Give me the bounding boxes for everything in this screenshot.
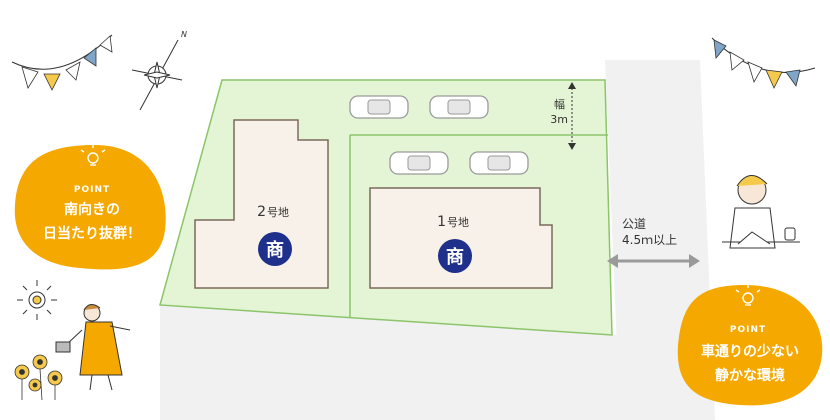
car-1 (349, 95, 409, 119)
sun-icon (17, 280, 57, 320)
road-label-2: 4.5ｍ以上 (622, 233, 677, 247)
bunting-left (11, 34, 113, 91)
lot2-badge (258, 232, 292, 266)
point-left-tag: POINT (74, 185, 110, 195)
car-4 (469, 151, 529, 175)
flowers-illustration (14, 354, 63, 401)
lot2-number: 2 (257, 204, 266, 220)
point-right-line-1: 車通りの少ない (701, 343, 799, 360)
point-right-tag: POINT (730, 325, 766, 335)
point-left-line-2: 日当たり抜群！ (43, 225, 141, 242)
gardener-illustration (55, 304, 131, 391)
driveway-width-label-2: 3m (550, 113, 568, 126)
lot1-suffix: 号地 (447, 216, 469, 229)
bunting-right (711, 37, 816, 89)
point-right-line-2: 静かな環境 (715, 367, 785, 384)
road-label-1: 公道 (622, 217, 646, 231)
lightbulb-icon (735, 285, 761, 306)
car-2 (429, 95, 489, 119)
point-left-line-1: 南向きの (64, 201, 120, 218)
lot2-suffix: 号地 (267, 206, 289, 219)
lot2-building (194, 119, 329, 289)
compass-icon (131, 39, 183, 111)
lot2-badge-label: 商 (266, 239, 284, 261)
driveway-dimension (568, 82, 576, 150)
lot1-number: 1 (437, 214, 446, 230)
point-bubble-right (677, 285, 823, 406)
lightbulb-icon (80, 145, 106, 166)
lot1-badge-label: 商 (446, 246, 464, 268)
compass-north: N (181, 30, 187, 39)
point-bubble-left (14, 145, 166, 270)
lot1-badge (438, 239, 472, 273)
road-width-arrow (607, 254, 700, 268)
driveway-width-label-1: 幅 (554, 98, 565, 111)
lot1-building (369, 187, 553, 289)
car-3 (389, 151, 449, 175)
reader-illustration (722, 175, 800, 249)
